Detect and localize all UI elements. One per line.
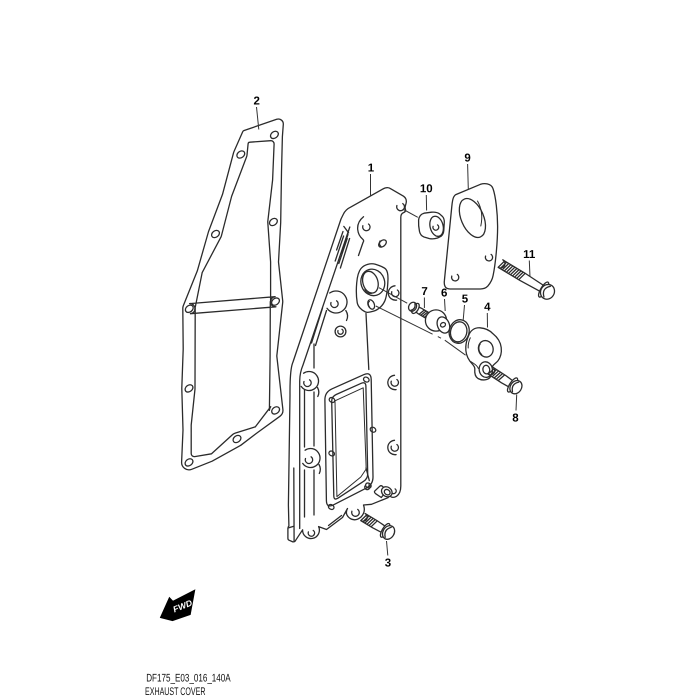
svg-text:7: 7 xyxy=(421,286,427,298)
svg-text:1: 1 xyxy=(368,162,375,174)
svg-text:3: 3 xyxy=(385,557,391,569)
svg-text:5: 5 xyxy=(462,293,469,305)
svg-text:6: 6 xyxy=(441,287,447,299)
svg-text:8: 8 xyxy=(512,412,519,424)
svg-text:4: 4 xyxy=(484,301,491,313)
svg-text:10: 10 xyxy=(420,183,433,195)
svg-text:2: 2 xyxy=(253,95,259,107)
svg-text:DF175_E03_016_140A: DF175_E03_016_140A xyxy=(146,673,231,685)
svg-text:9: 9 xyxy=(464,152,470,164)
svg-text:EXHAUST COVER: EXHAUST COVER xyxy=(145,686,206,698)
svg-text:11: 11 xyxy=(523,249,536,261)
